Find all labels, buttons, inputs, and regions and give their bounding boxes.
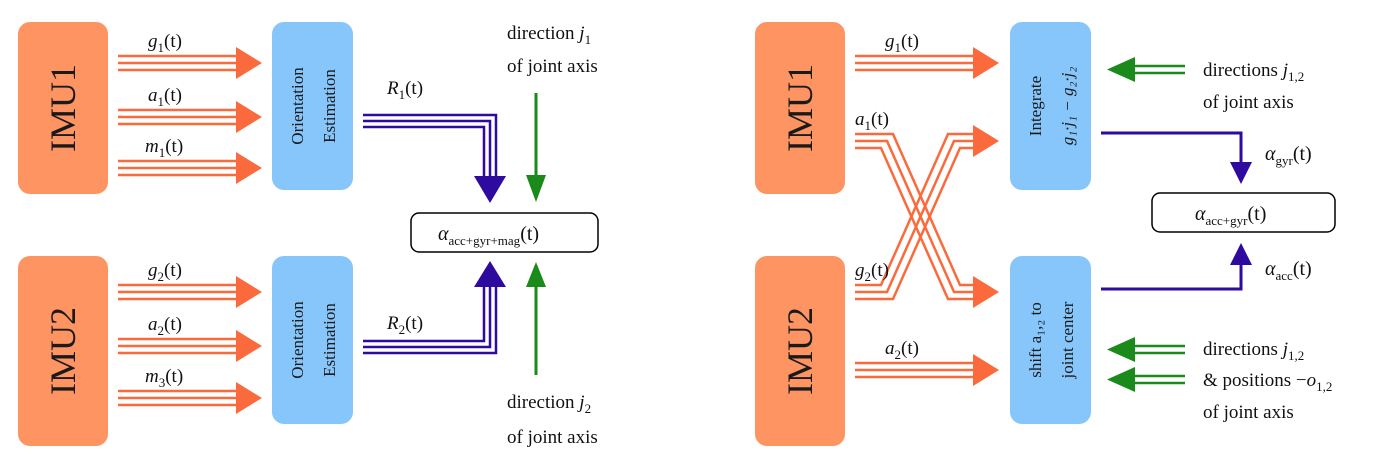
imu1-box-right: [755, 22, 845, 194]
imu2-label: IMU2: [43, 307, 83, 395]
estimation-label-top: Estimation: [320, 69, 339, 143]
imu2-box-right: [755, 256, 845, 446]
arrow-alpha-gyr: [1101, 131, 1252, 184]
label-a2-left: a2(t): [148, 314, 182, 338]
label-g1-right: g1(t): [885, 31, 919, 55]
integrate-expression: g₁·j₁ − g₂·j₂: [1058, 67, 1077, 146]
integrate-title: Integrate: [1026, 76, 1045, 136]
label-directions-bottom: directions j1,2: [1203, 339, 1304, 363]
imu2-label-right: IMU2: [780, 307, 820, 395]
arrow-g1-right: [855, 47, 999, 79]
orientation-estimation-box-top: [272, 22, 353, 190]
arrow-m1-left: [118, 152, 262, 184]
shift-label-line1: shift a₁,₂ to: [1026, 302, 1045, 378]
arrow-g2-left: [118, 276, 262, 308]
label-g2-right: g2(t): [855, 260, 889, 284]
imu1-label-right: IMU1: [780, 64, 820, 152]
arrow-a2-left: [118, 330, 262, 362]
output-label-left: αacc+gyr+mag(t): [438, 223, 539, 248]
imu1-box: [18, 22, 108, 194]
label-g2-left: g2(t): [148, 260, 182, 284]
right-diagram: IMU1 IMU2 Integrate g₁·j₁ − g₂·j₂ shift …: [755, 22, 1336, 446]
label-alpha-gyr: αgyr(t): [1265, 143, 1312, 168]
arrow-a1-left: [118, 101, 262, 133]
label-positions-bottom: & positions −o1,2: [1203, 370, 1332, 394]
label-g1-left: g1(t): [148, 31, 182, 55]
label-directions-top-line1: directions j1,2: [1203, 60, 1304, 84]
imu2-box: [18, 256, 108, 446]
arrow-alpha-acc: [1101, 243, 1252, 291]
estimation-label-bottom: Estimation: [320, 303, 339, 377]
label-a1-left: a1(t): [148, 85, 182, 109]
arrow-directions-top: [1107, 57, 1185, 82]
shift-box: [1010, 256, 1091, 424]
imu1-label: IMU1: [43, 64, 83, 152]
label-R1: R1(t): [386, 78, 423, 102]
arrow-R2: [363, 261, 506, 355]
arrow-g1-left: [118, 47, 262, 79]
arrow-directions-bottom: [1107, 337, 1185, 362]
label-direction-j2-line1: direction j2: [507, 392, 591, 416]
orientation-label-top: Orientation: [288, 67, 307, 145]
label-a2-right: a2(t): [885, 338, 919, 362]
arrow-g2-cross: [855, 125, 999, 301]
left-diagram: IMU1 IMU2 Orientation Estimation Orienta…: [18, 22, 599, 448]
integrate-box: [1010, 22, 1091, 190]
label-m3-left: m3(t): [145, 366, 183, 390]
shift-label-line2: joint center: [1058, 301, 1077, 379]
output-box-right: [1151, 192, 1336, 233]
label-direction-j2-line2: of joint axis: [507, 427, 598, 448]
label-direction-j1-line2: of joint axis: [507, 56, 598, 77]
arrow-R1: [363, 113, 506, 203]
arrow-a2-right: [855, 354, 999, 386]
arrow-j2: [526, 262, 546, 375]
arrow-positions-bottom: [1107, 367, 1185, 392]
orientation-estimation-box-bottom: [272, 256, 353, 424]
arrow-m3-left: [118, 382, 262, 414]
label-a1-right: a1(t): [855, 109, 889, 133]
label-m1-left: m1(t): [145, 136, 183, 160]
orientation-label-bottom: Orientation: [288, 301, 307, 379]
label-direction-j1-line1: direction j1: [507, 23, 591, 47]
label-alpha-acc: αacc(t): [1265, 258, 1312, 283]
label-R2: R2(t): [386, 313, 423, 337]
label-directions-bottom-line2: of joint axis: [1203, 402, 1294, 423]
label-directions-top-line2: of joint axis: [1203, 92, 1294, 113]
output-box-left: [410, 212, 599, 253]
arrow-j1: [526, 93, 546, 202]
output-label-right: αacc+gyr(t): [1195, 203, 1266, 228]
